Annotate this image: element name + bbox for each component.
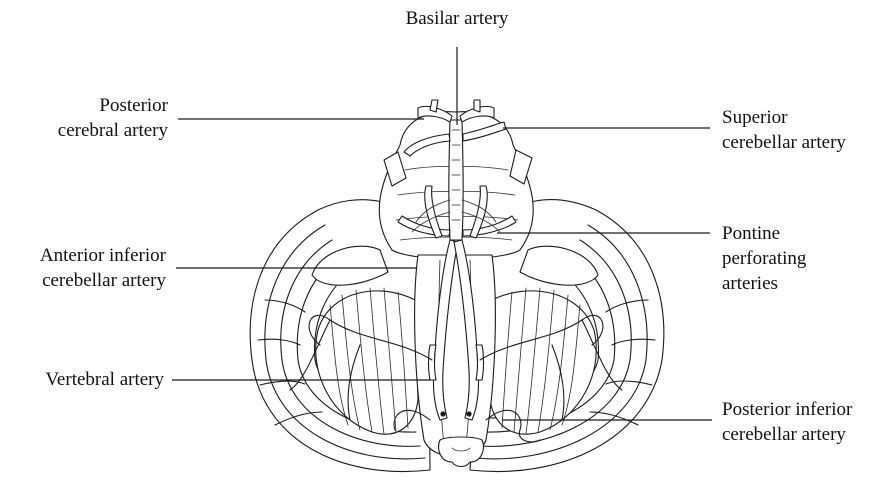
label-anterior-inferior-line-2: cerebellar artery (4, 268, 166, 293)
label-posterior-cerebral-line-1: Posterior (20, 93, 168, 118)
label-posterior-cerebral-artery: Posterior cerebral artery (20, 93, 168, 143)
label-superior-cerebellar-line-2: cerebellar artery (722, 130, 882, 155)
label-posterior-inferior-line-1: Posterior inferior (722, 397, 884, 422)
label-anterior-inferior-line-1: Anterior inferior (4, 243, 166, 268)
label-posterior-inferior-line-2: cerebellar artery (722, 422, 884, 447)
basilar-artery-vessel (449, 120, 463, 240)
label-pontine-perforating-arteries: Pontine perforating arteries (722, 221, 872, 296)
label-superior-cerebellar-line-1: Superior (722, 105, 882, 130)
label-posterior-cerebral-line-2: cerebral artery (20, 118, 168, 143)
label-vertebral-artery: Vertebral artery (4, 367, 164, 392)
label-superior-cerebellar-artery: Superior cerebellar artery (722, 105, 882, 155)
label-anterior-inferior-cerebellar-artery: Anterior inferior cerebellar artery (4, 243, 166, 293)
label-posterior-inferior-cerebellar-artery: Posterior inferior cerebellar artery (722, 397, 884, 447)
label-pontine-line-1: Pontine (722, 221, 872, 246)
label-basilar-artery: Basilar artery (387, 6, 527, 31)
label-pontine-line-2: perforating (722, 246, 872, 271)
label-pontine-line-3: arteries (722, 271, 872, 296)
